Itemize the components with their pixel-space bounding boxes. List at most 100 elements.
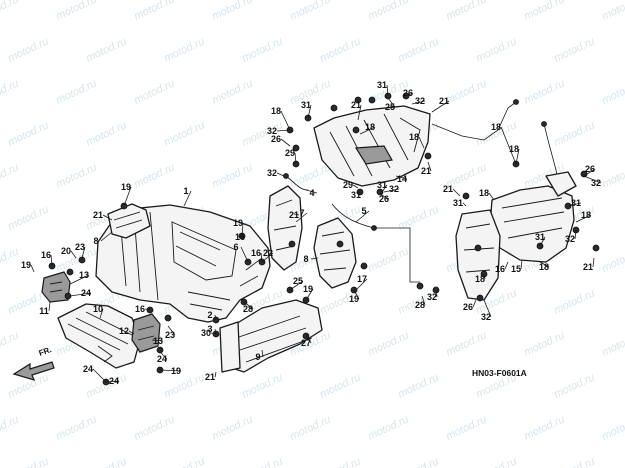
part-callout-13: 13 <box>153 336 163 346</box>
diagram-code: HN03-F0601A <box>472 368 527 378</box>
watermark-text: motod.ru <box>600 413 625 442</box>
callout-leaders <box>30 84 602 383</box>
part-callout-13: 13 <box>79 270 89 280</box>
callout-leader <box>583 168 596 177</box>
part-callout-16: 16 <box>235 232 245 242</box>
callout-leader <box>418 136 425 149</box>
part-callout-25: 25 <box>293 276 303 286</box>
watermark-text: motod.ru <box>84 119 128 148</box>
watermark-text: motod.ru <box>366 0 410 23</box>
callout-leader <box>276 172 285 177</box>
watermark-text: motod.ru <box>552 455 596 468</box>
part-callout-15: 15 <box>511 264 521 274</box>
watermark-text: motod.ru <box>444 77 488 106</box>
watermark-text: motod.ru <box>522 0 566 23</box>
part-callout-26: 26 <box>463 302 473 312</box>
watermark-text: motod.ru <box>600 161 625 190</box>
callout-leader <box>305 335 312 344</box>
part-callout-30: 30 <box>201 328 211 338</box>
callout-leader <box>214 314 217 321</box>
callout-leader <box>70 250 77 259</box>
part-callout-19: 19 <box>349 294 359 304</box>
watermark-text: motod.ru <box>366 413 410 442</box>
callout-leader <box>167 325 176 336</box>
callout-leader <box>387 97 396 108</box>
part-callout-20: 20 <box>61 246 71 256</box>
part-callout-18: 18 <box>365 122 375 132</box>
part-callout-18: 18 <box>479 188 489 198</box>
part-callout-31: 31 <box>535 232 545 242</box>
center-inner-panel <box>313 217 357 289</box>
part-callout-22: 22 <box>263 248 273 258</box>
watermark-text: motod.ru <box>6 203 50 232</box>
callout-leader <box>357 104 362 121</box>
front-mud-guard <box>219 299 323 373</box>
callout-leader <box>293 213 300 216</box>
callout-leader <box>515 148 520 165</box>
part-callout-32: 32 <box>481 312 491 322</box>
watermark-text: motod.ru <box>366 245 410 274</box>
callout-leader <box>280 110 291 131</box>
callout-leader <box>504 261 509 270</box>
watermark-text: motod.ru <box>84 371 128 400</box>
part-callout-25: 25 <box>385 102 395 112</box>
part-callout-24: 24 <box>109 376 119 386</box>
callout-leader <box>100 231 113 242</box>
part-callout-18: 18 <box>491 122 501 132</box>
part-callout-29: 29 <box>285 148 295 158</box>
callout-leader <box>48 301 51 312</box>
callout-leader <box>123 186 132 207</box>
callout-leader <box>295 212 308 223</box>
watermark-text: motod.ru <box>318 455 362 468</box>
part-callout-21: 21 <box>439 96 449 106</box>
part-callout-32: 32 <box>389 184 399 194</box>
watermark-text: motod.ru <box>54 413 98 442</box>
part-callout-24: 24 <box>81 288 91 298</box>
watermark-text: motod.ru <box>474 455 518 468</box>
callout-leader <box>310 257 319 260</box>
callout-leader <box>379 193 390 200</box>
callout-leader <box>50 254 53 267</box>
part-callout-16: 16 <box>41 250 51 260</box>
callout-leader <box>472 299 477 308</box>
part-callout-9: 9 <box>255 352 260 362</box>
callout-leader <box>483 273 486 280</box>
callout-leader <box>92 368 107 383</box>
watermark-text: motod.ru <box>288 0 332 23</box>
callout-leader <box>462 202 467 207</box>
callout-leader <box>405 92 414 97</box>
part-callout-24: 24 <box>157 354 167 364</box>
watermark-text: motod.ru <box>522 77 566 106</box>
watermark-text: motod.ru <box>132 77 176 106</box>
callout-leader <box>102 214 113 221</box>
watermark-text: motod.ru <box>132 413 176 442</box>
watermark-text: motod.ru <box>84 35 128 64</box>
part-callout-16: 16 <box>251 248 261 258</box>
watermark-text: motod.ru <box>0 0 21 23</box>
watermark-text: motod.ru <box>6 455 50 468</box>
part-callout-7: 7 <box>299 208 304 218</box>
callout-leader <box>359 126 376 135</box>
callout-leader <box>305 288 314 301</box>
watermark-text: motod.ru <box>162 455 206 468</box>
callout-leader <box>261 349 264 358</box>
part-callout-21: 21 <box>289 210 299 220</box>
watermark-text: motod.ru <box>600 245 625 274</box>
callout-leader <box>592 257 595 268</box>
callout-leader <box>159 369 182 372</box>
callout-leader <box>383 188 400 193</box>
callout-leader <box>183 190 192 207</box>
part-callout-21: 21 <box>205 372 215 382</box>
part-callout-23: 23 <box>75 242 85 252</box>
part-callout-18: 18 <box>539 262 549 272</box>
part-callout-18: 18 <box>409 132 419 142</box>
part-callout-19: 19 <box>303 284 313 294</box>
callout-leader <box>276 129 291 132</box>
watermark-text: motod.ru <box>396 455 440 468</box>
part-callout-19: 19 <box>171 366 181 376</box>
front-fender <box>95 204 271 323</box>
watermark-text: motod.ru <box>318 35 362 64</box>
watermark-text: motod.ru <box>522 413 566 442</box>
callout-leader <box>99 308 104 319</box>
